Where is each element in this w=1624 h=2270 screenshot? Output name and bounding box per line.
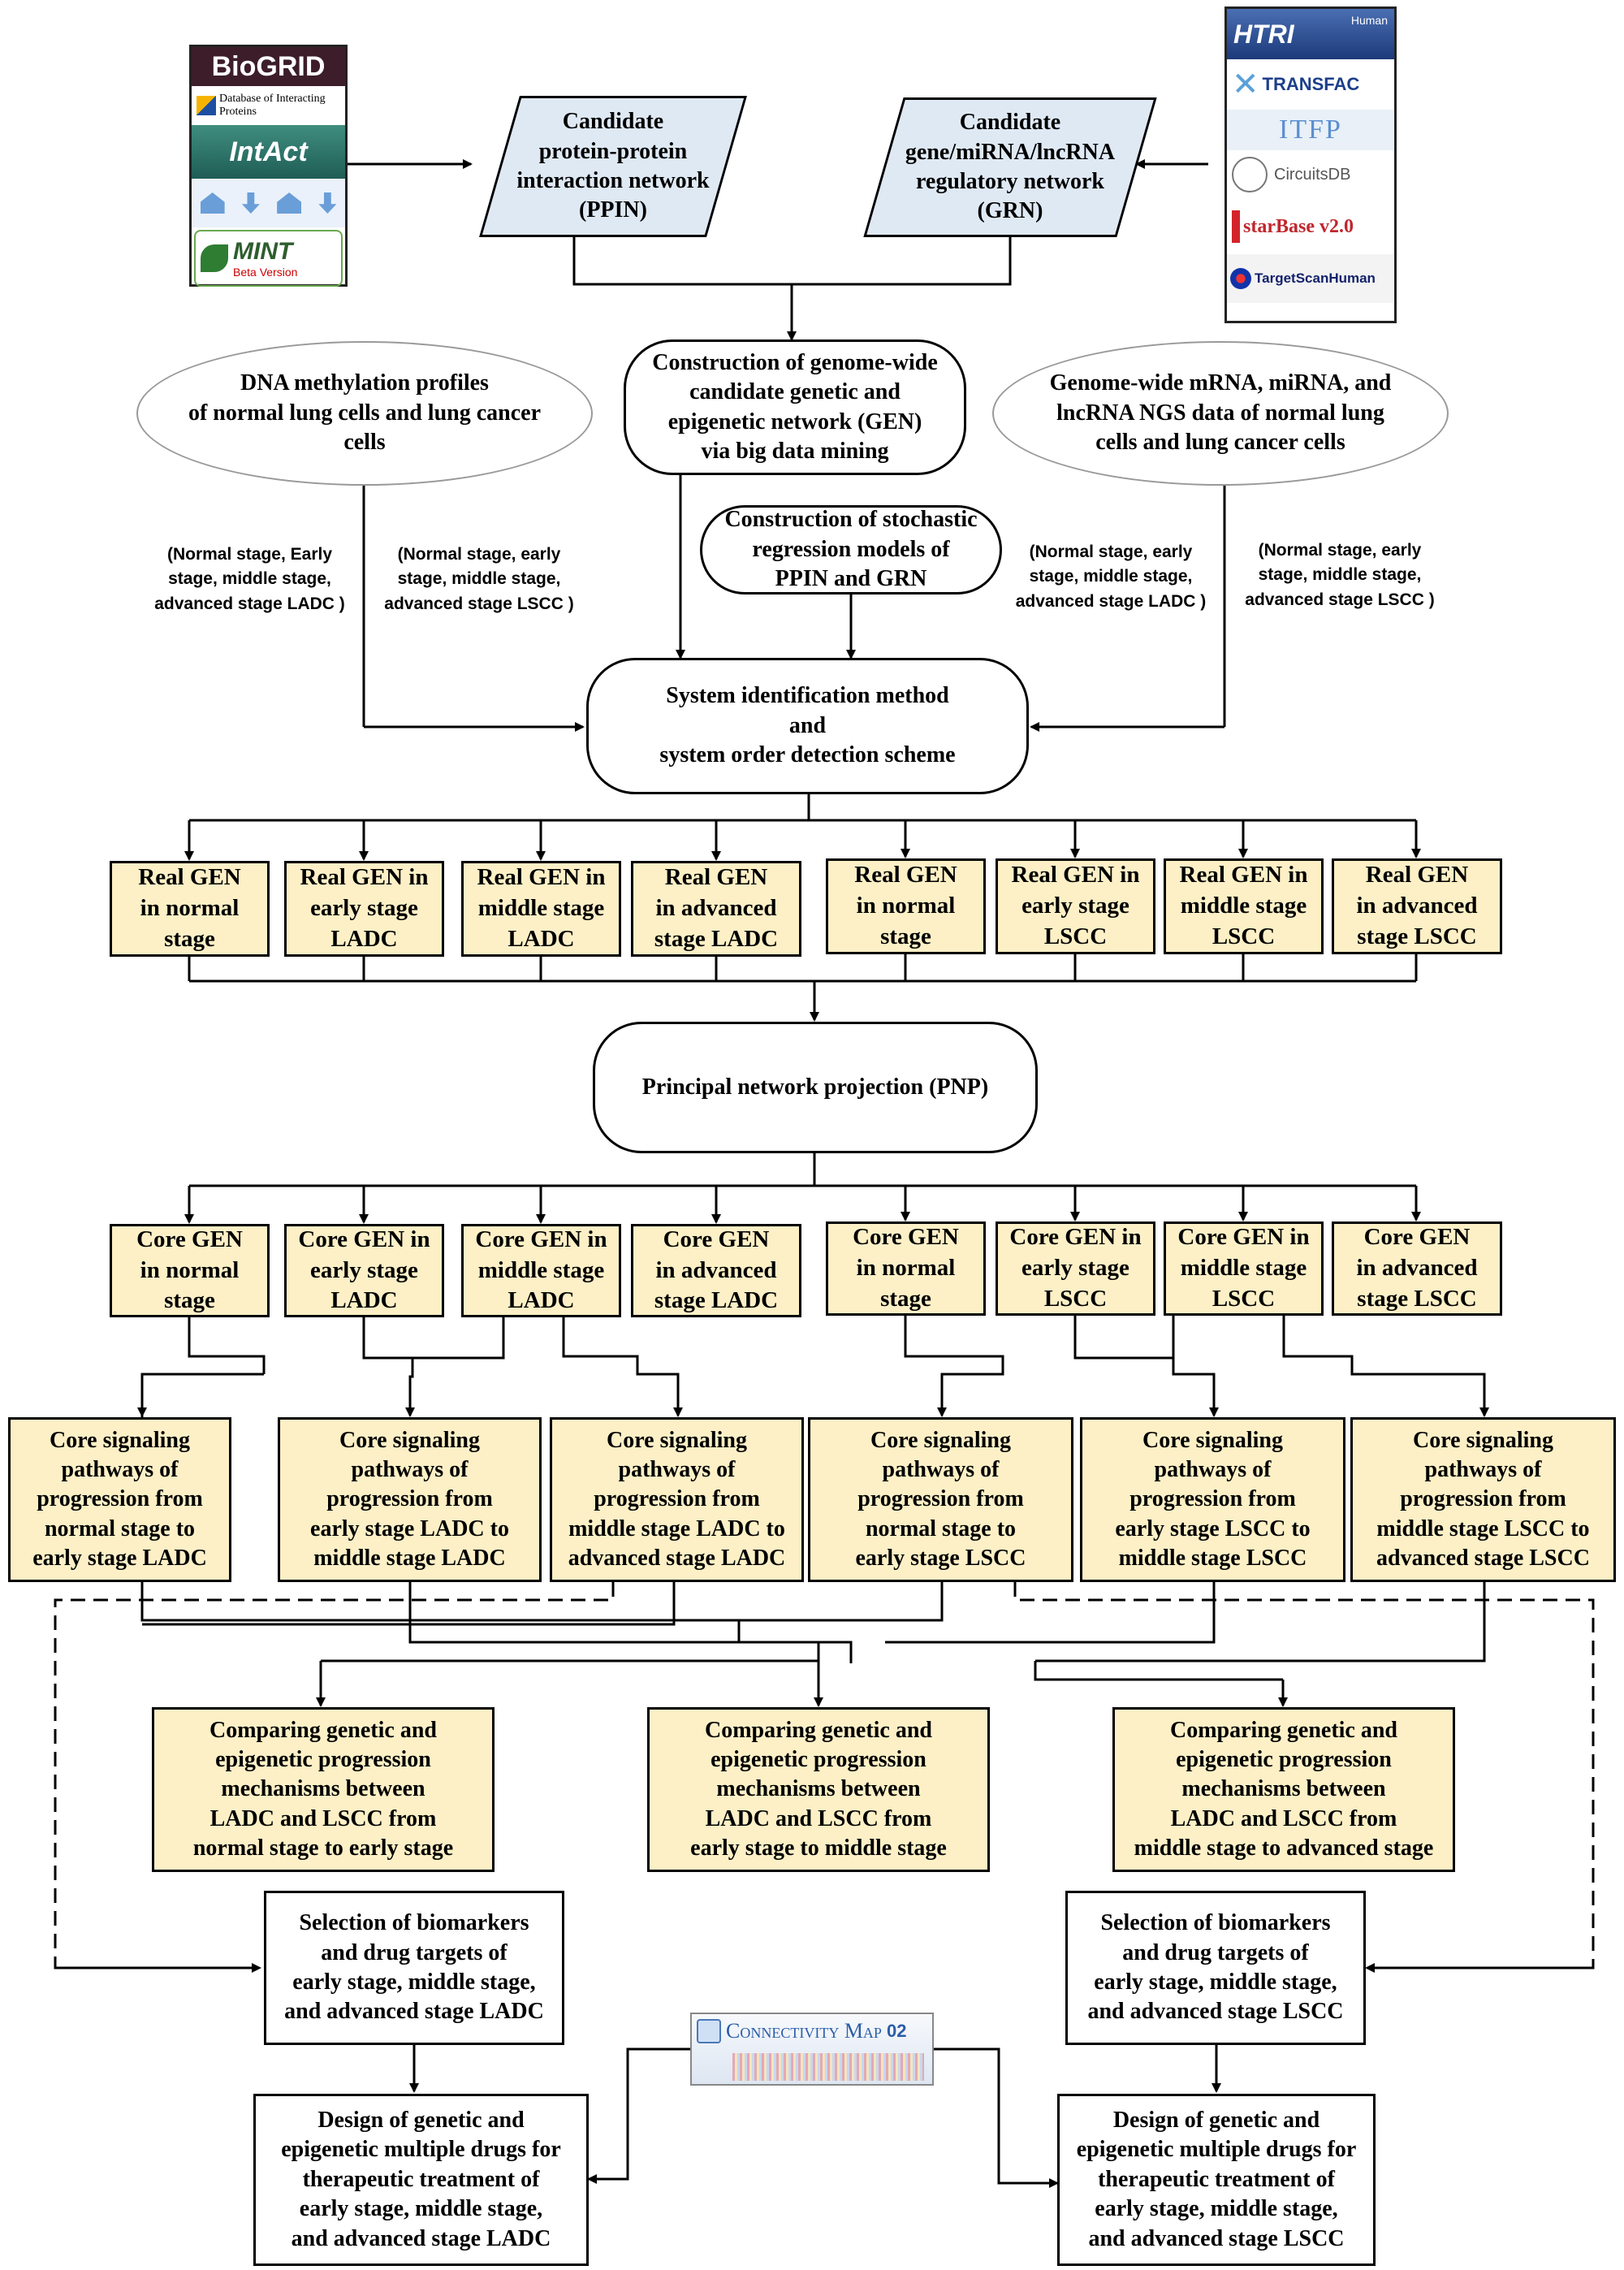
house-icon bbox=[277, 192, 302, 214]
real-gen-advanced-lscc: Real GEN in advanced stage LSCC bbox=[1332, 858, 1502, 954]
real-gen-early-ladc: Real GEN in early stage LADC bbox=[284, 861, 444, 957]
label-lscc-stages-right: (Normal stage, early stage, middle stage… bbox=[1245, 541, 1435, 609]
stochastic-model-node: Construction of stochastic regression mo… bbox=[700, 505, 1002, 595]
targetscan-logo: TargetScanHuman bbox=[1227, 254, 1394, 303]
selection-biomarkers-ladc: Selection of biomarkers and drug targets… bbox=[264, 1891, 564, 2045]
label-lscc-stages-left: (Normal stage, early stage, middle stage… bbox=[384, 545, 574, 613]
design-drugs-ladc: Design of genetic and epigenetic multipl… bbox=[253, 2094, 589, 2266]
system-identification-node: System identification method and system … bbox=[586, 658, 1029, 794]
biogrid-logo: BioGRID bbox=[192, 47, 345, 86]
down-arrow-icon bbox=[318, 192, 337, 214]
core-gen-early-lscc: Core GEN in early stage LSCC bbox=[996, 1221, 1155, 1316]
construction-gen-node: Construction of genome-wide candidate ge… bbox=[624, 339, 966, 475]
selection-biomarkers-lscc: Selection of biomarkers and drug targets… bbox=[1065, 1891, 1366, 2045]
pathway-early-to-middle-ladc: Core signaling pathways of progression f… bbox=[278, 1417, 542, 1582]
real-gen-normal-ladc: Real GEN in normal stage bbox=[110, 861, 270, 957]
dip-logo: Database of Interacting Proteins bbox=[192, 86, 345, 125]
core-gen-middle-ladc: Core GEN in middle stage LADC bbox=[461, 1224, 621, 1317]
pathway-middle-to-advanced-lscc: Core signaling pathways of progression f… bbox=[1350, 1417, 1616, 1582]
circuitsdb-logo: CircuitsDB bbox=[1227, 150, 1394, 199]
ppin-node: Candidate protein-protein interaction ne… bbox=[479, 96, 747, 237]
grn-node: Candidate gene/miRNA/lncRNA regulatory n… bbox=[863, 97, 1157, 237]
dashed-connector-ladc bbox=[54, 1582, 615, 1969]
grn-database-logos: HTRI Human ✕ TRANSFAC ITFP CircuitsDB st… bbox=[1224, 6, 1397, 323]
core-gen-normal-lscc: Core GEN in normal stage bbox=[826, 1221, 986, 1316]
core-gen-advanced-lscc: Core GEN in advanced stage LSCC bbox=[1332, 1221, 1502, 1316]
target-icon bbox=[1230, 268, 1251, 289]
ngs-data-node: Genome-wide mRNA, miRNA, and lncRNA NGS … bbox=[992, 341, 1449, 486]
core-gen-normal-ladc: Core GEN in normal stage bbox=[110, 1224, 270, 1317]
methylation-data-node: DNA methylation profiles of normal lung … bbox=[136, 341, 593, 486]
core-gen-early-ladc: Core GEN in early stage LADC bbox=[284, 1224, 444, 1317]
pnp-node: Principal network projection (PNP) bbox=[593, 1022, 1038, 1153]
cross-icon: ✕ bbox=[1232, 67, 1259, 102]
htri-logo: HTRI Human bbox=[1227, 9, 1394, 59]
cmap-icon bbox=[697, 2019, 721, 2043]
down-arrow-icon bbox=[241, 192, 260, 214]
design-drugs-lscc: Design of genetic and epigenetic multipl… bbox=[1057, 2094, 1376, 2266]
core-gen-middle-lscc: Core GEN in middle stage LSCC bbox=[1164, 1221, 1324, 1316]
barcode-graphic bbox=[732, 2053, 924, 2081]
comparison-normal-to-early: Comparing genetic and epigenetic progres… bbox=[152, 1707, 495, 1872]
real-gen-middle-ladc: Real GEN in middle stage LADC bbox=[461, 861, 621, 957]
connectivity-map-logo: Connectivity Map 02 bbox=[690, 2013, 934, 2086]
real-gen-middle-lscc: Real GEN in middle stage LSCC bbox=[1164, 858, 1324, 954]
pathway-early-to-middle-lscc: Core signaling pathways of progression f… bbox=[1080, 1417, 1345, 1582]
starbase-logo: starBase v2.0 bbox=[1227, 199, 1394, 254]
pathway-normal-to-early-lscc: Core signaling pathways of progression f… bbox=[808, 1417, 1073, 1582]
mint-logo: MINT Beta Version bbox=[194, 230, 343, 287]
pathway-middle-to-advanced-ladc: Core signaling pathways of progression f… bbox=[550, 1417, 804, 1582]
seal-icon bbox=[1232, 157, 1268, 192]
transfac-logo: ✕ TRANSFAC bbox=[1232, 67, 1360, 102]
network-icons bbox=[192, 179, 345, 227]
comparison-middle-to-advanced: Comparing genetic and epigenetic progres… bbox=[1112, 1707, 1455, 1872]
label-ladc-stages-left: (Normal stage, Early stage, middle stage… bbox=[154, 545, 345, 613]
intact-logo: IntAct bbox=[192, 125, 345, 179]
dip-icon bbox=[197, 96, 216, 115]
itfp-logo: ITFP bbox=[1227, 110, 1394, 150]
starbase-bar-icon bbox=[1232, 210, 1240, 243]
connector-ppin-grn-merge bbox=[572, 237, 1012, 286]
pathway-normal-to-early-ladc: Core signaling pathways of progression f… bbox=[8, 1417, 231, 1582]
label-ladc-stages-right: (Normal stage, early stage, middle stage… bbox=[1015, 543, 1207, 611]
real-gen-normal-lscc: Real GEN in normal stage bbox=[826, 858, 986, 954]
house-icon bbox=[200, 192, 225, 214]
real-gen-advanced-ladc: Real GEN in advanced stage LADC bbox=[631, 861, 801, 957]
comparison-early-to-middle: Comparing genetic and epigenetic progres… bbox=[647, 1707, 990, 1872]
ppi-database-logos: BioGRID Database of Interacting Proteins… bbox=[189, 45, 348, 287]
real-gen-early-lscc: Real GEN in early stage LSCC bbox=[996, 858, 1155, 954]
core-gen-advanced-ladc: Core GEN in advanced stage LADC bbox=[631, 1224, 801, 1317]
mint-leaf-icon bbox=[201, 244, 228, 272]
